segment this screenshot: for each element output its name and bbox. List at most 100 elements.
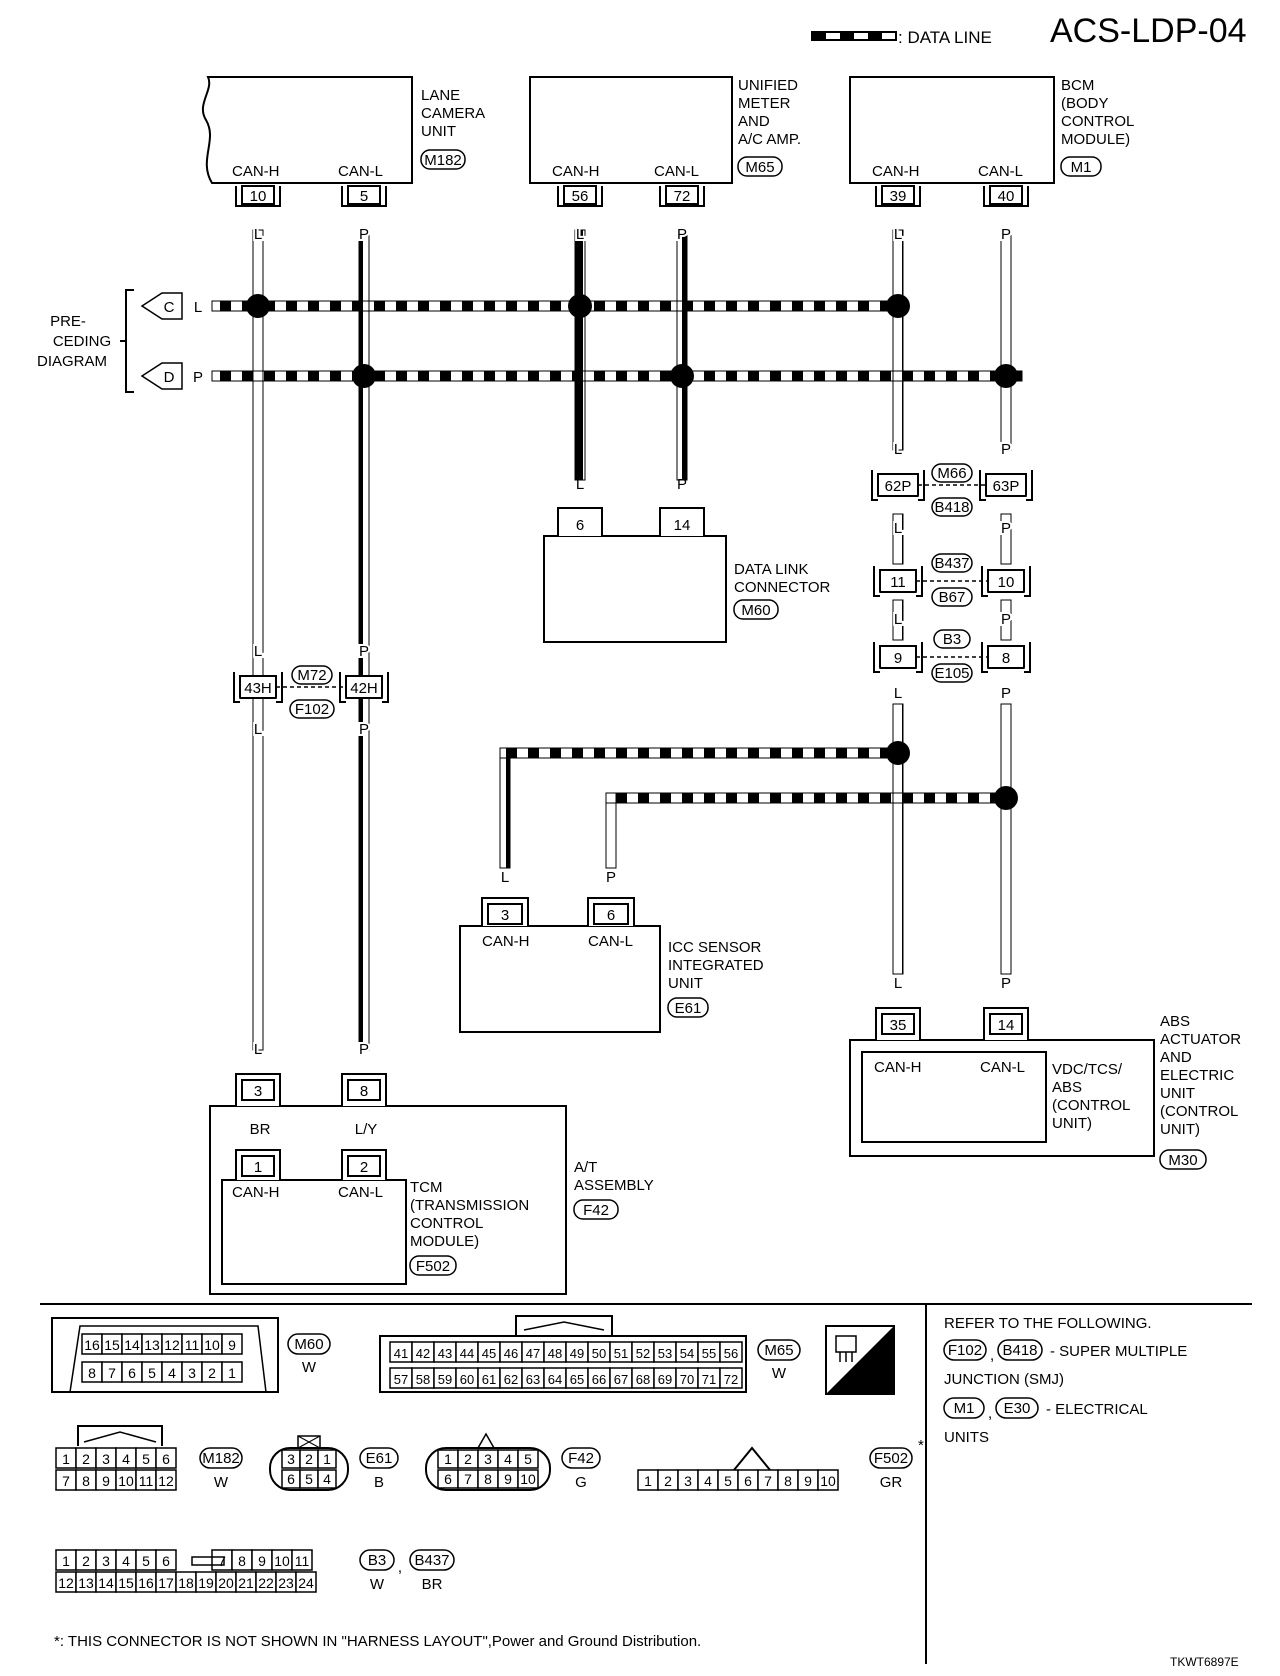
bcm-name-1: BCM [1061, 77, 1094, 94]
pin-label: 57 [394, 1372, 408, 1387]
preceding-label-3: DIAGRAM [37, 353, 107, 370]
connector-m72: M72 [297, 667, 326, 684]
tcm-name-3: CONTROL [410, 1215, 483, 1232]
lane-camera-unit: CAN-H CAN-L LANE CAMERA UNIT M182 [201, 76, 485, 184]
legend-label: : DATA LINE [898, 28, 992, 47]
abs-name-2: ACTUATOR [1160, 1031, 1241, 1048]
pin-label: 4 [122, 1451, 130, 1467]
pin-numbers: 10 5 56 72 39 40 6 14 62P 63P 11 10 9 8 … [244, 188, 1019, 1176]
pin-label: 11 [139, 1473, 154, 1489]
pin-label: 24 [298, 1575, 314, 1591]
pin-cell [155, 1447, 177, 1469]
wire-color-br: BR [250, 1121, 271, 1138]
can-l-label: CAN-L [654, 163, 699, 180]
pin-label: 14 [98, 1575, 114, 1591]
view-color: W [370, 1576, 385, 1593]
pin: 8 [1002, 650, 1010, 667]
lane-camera-name-2: CAMERA [421, 105, 485, 122]
pin-cell [291, 1549, 313, 1571]
pin-label: 10 [118, 1473, 134, 1489]
pin-label: 1 [228, 1365, 236, 1381]
pin-label: 69 [658, 1372, 672, 1387]
connector-m1: M1 [1071, 159, 1092, 176]
can-h-label: CAN-H [552, 163, 600, 180]
arrow-c: C [164, 299, 175, 316]
pin-label: 8 [784, 1473, 792, 1489]
connector-m60: M60 [741, 602, 770, 619]
wire-color: L [894, 520, 902, 537]
pin-label: 49 [570, 1346, 584, 1361]
preceding-diagram: PRE- CEDING DIAGRAM C L D P [37, 289, 203, 393]
pin-label: 43 [438, 1346, 452, 1361]
pin-label: 3 [287, 1451, 295, 1467]
refer-line4: UNITS [944, 1429, 989, 1446]
pin-label: 9 [228, 1337, 236, 1353]
abs-inner-3: (CONTROL [1052, 1097, 1130, 1114]
diagram-code: ACS-LDP-04 [1050, 12, 1247, 50]
pin-label: 12 [58, 1575, 74, 1591]
connector-b418: B418 [934, 499, 969, 516]
can-h-label: CAN-H [874, 1059, 922, 1076]
pin-label: 3 [102, 1451, 110, 1467]
tcm-name-4: MODULE) [410, 1233, 479, 1250]
at-assembly-unit: BR L/Y CAN-H CAN-L TCM (TRANSMISSION CON… [209, 1105, 654, 1295]
view-id: M65 [764, 1342, 793, 1359]
pin: 63P [993, 478, 1020, 495]
pin-cell [517, 1449, 539, 1469]
pin-label: 2 [664, 1473, 672, 1489]
star-mark: * [918, 1437, 924, 1454]
can-h-label: CAN-H [232, 1184, 280, 1201]
refer-sep: , [988, 1405, 992, 1422]
pin: 62P [885, 478, 912, 495]
pin: 10 [250, 188, 267, 205]
pin-label: 61 [482, 1372, 496, 1387]
at-name-2: ASSEMBLY [574, 1177, 654, 1194]
pin-label: 67 [614, 1372, 628, 1387]
pin-label: 46 [504, 1346, 518, 1361]
refer-c3: M1 [954, 1400, 975, 1417]
pin: 72 [674, 188, 691, 205]
data-line-legend: : DATA LINE [811, 28, 992, 47]
pin-label: 6 [162, 1451, 170, 1467]
connector-e61: E61 [675, 1000, 702, 1017]
abs-name-5: UNIT [1160, 1085, 1195, 1102]
meter-name-4: A/C AMP. [738, 131, 801, 148]
pin-cell [517, 1469, 539, 1489]
unified-meter-unit: CAN-H CAN-L UNIFIED METER AND A/C AMP. M… [529, 76, 801, 184]
wire-l: L [194, 299, 202, 316]
abs-name-6: (CONTROL [1160, 1103, 1238, 1120]
can-l-label: CAN-L [588, 933, 633, 950]
wire-color: P [1001, 685, 1011, 702]
pin: 5 [360, 188, 368, 205]
pin-label: 56 [724, 1346, 738, 1361]
wire-color: L [894, 685, 902, 702]
hs-badge: H.S. [825, 1325, 895, 1395]
view-color: GR [880, 1474, 903, 1491]
pin: 3 [254, 1083, 262, 1100]
view-id: F42 [568, 1450, 594, 1467]
pin-label: 70 [680, 1372, 694, 1387]
pin-label: 65 [570, 1372, 584, 1387]
view-id: F502 [874, 1450, 908, 1467]
pin-label: 2 [82, 1451, 90, 1467]
wire-color: P [359, 721, 369, 738]
pin-label: 60 [460, 1372, 474, 1387]
pin-label: 12 [158, 1473, 174, 1489]
pin-label: 1 [444, 1451, 452, 1467]
bcm-unit: CAN-H CAN-L BCM (BODY CONTROL MODULE) M1 [849, 76, 1134, 184]
bcm-name-3: CONTROL [1061, 113, 1134, 130]
pin-label: 21 [238, 1575, 254, 1591]
abs-inner-4: UNIT) [1052, 1115, 1092, 1132]
pin-cell [817, 1469, 839, 1491]
pin: 40 [998, 188, 1015, 205]
splice-points [246, 294, 1018, 810]
wire-color: L [894, 975, 902, 992]
pin-label: 14 [124, 1337, 140, 1353]
pin-label: 5 [148, 1365, 156, 1381]
pin-label: 63 [526, 1372, 540, 1387]
view-color: W [772, 1365, 787, 1382]
pin: 39 [890, 188, 907, 205]
pin-label: 3 [102, 1553, 110, 1569]
pin-label: 1 [323, 1451, 331, 1467]
